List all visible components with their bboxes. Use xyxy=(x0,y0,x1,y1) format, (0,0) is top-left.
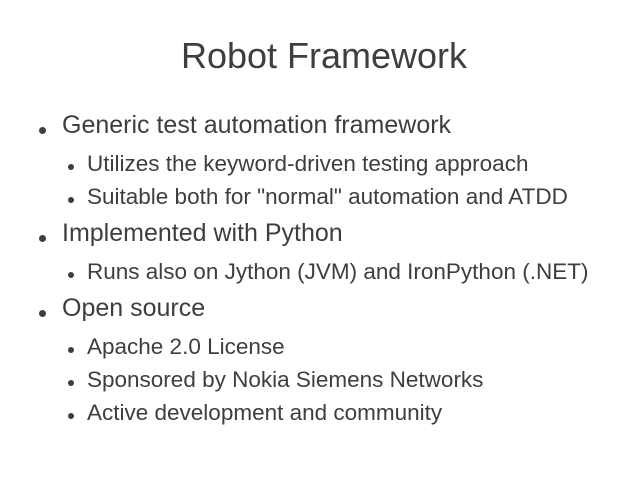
list-item: Active development and community xyxy=(0,399,638,426)
bullet-icon xyxy=(39,310,46,317)
list-item: Apache 2.0 License xyxy=(0,333,638,360)
list-item-text: Sponsored by Nokia Siemens Networks xyxy=(87,367,484,392)
list-item-text: Runs also on Jython (JVM) and IronPython… xyxy=(87,259,589,284)
list-item-text: Implemented with Python xyxy=(62,219,343,247)
bullet-list: Generic test automation framework Utiliz… xyxy=(0,102,638,432)
bullet-icon xyxy=(68,197,74,203)
list-item-text: Suitable both for "normal" automation an… xyxy=(87,184,568,209)
list-item: Suitable both for "normal" automation an… xyxy=(0,183,638,210)
list-item: Open source xyxy=(0,293,638,323)
list-item: Utilizes the keyword-driven testing appr… xyxy=(0,150,638,177)
list-item-text: Apache 2.0 License xyxy=(87,334,285,359)
list-item: Runs also on Jython (JVM) and IronPython… xyxy=(0,258,638,285)
list-item: Implemented with Python xyxy=(0,218,638,248)
list-item: Generic test automation framework xyxy=(0,110,638,140)
list-item-text: Generic test automation framework xyxy=(62,111,452,139)
bullet-icon xyxy=(68,272,74,278)
bullet-icon xyxy=(39,235,46,242)
bullet-icon xyxy=(39,127,46,134)
list-item-text: Utilizes the keyword-driven testing appr… xyxy=(87,151,529,176)
list-item-text: Active development and community xyxy=(87,400,443,425)
bullet-icon xyxy=(68,164,74,170)
slide-title: Robot Framework xyxy=(180,35,468,76)
list-item: Sponsored by Nokia Siemens Networks xyxy=(0,366,638,393)
bullet-icon xyxy=(68,413,74,419)
list-item-text: Open source xyxy=(62,294,206,322)
bullet-icon xyxy=(68,347,74,353)
bullet-icon xyxy=(68,380,74,386)
